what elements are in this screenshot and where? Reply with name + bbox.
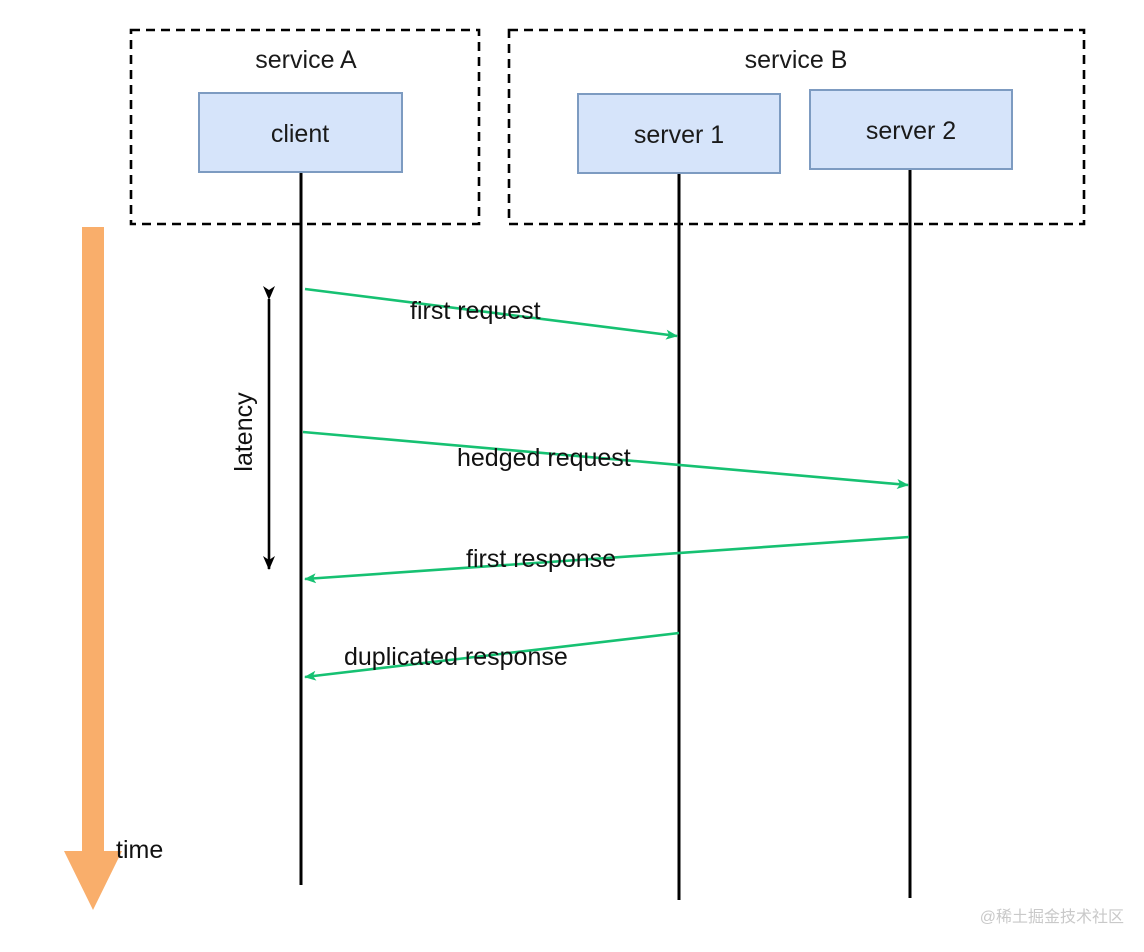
participant-label-server-1: server 1 (634, 121, 724, 149)
message-arrow-duplicated-response[interactable] (304, 631, 680, 681)
group-title-service-b: service B (745, 46, 848, 74)
latency-label: latency (230, 392, 258, 472)
message-label-hedged-request: hedged request (457, 444, 631, 472)
participant-box-client[interactable] (198, 92, 403, 173)
watermark: @稀土掘金技术社区 (980, 908, 1124, 926)
message-label-first-response: first response (466, 545, 616, 573)
group-box-service-a (129, 28, 481, 226)
participant-box-server-1[interactable] (577, 93, 781, 174)
participant-server-1[interactable]: server 1 (577, 93, 781, 174)
participant-box-server-2[interactable] (809, 89, 1013, 170)
message-arrow-hedged-request[interactable] (302, 430, 909, 490)
group-title-service-a: service A (255, 46, 357, 74)
group-box-service-b (507, 28, 1086, 226)
message-label-duplicated-response: duplicated response (344, 643, 568, 671)
time-label: time (116, 836, 163, 864)
message-label-first-request: first request (410, 297, 541, 325)
participant-label-server-2: server 2 (866, 117, 956, 145)
message-arrow-first-request[interactable] (304, 287, 678, 340)
participant-label-client: client (271, 120, 329, 148)
participant-server-2[interactable]: server 2 (809, 89, 1013, 170)
time-arrow (64, 227, 122, 910)
message-arrow-first-response[interactable] (304, 535, 910, 584)
participant-client[interactable]: client (198, 92, 403, 173)
